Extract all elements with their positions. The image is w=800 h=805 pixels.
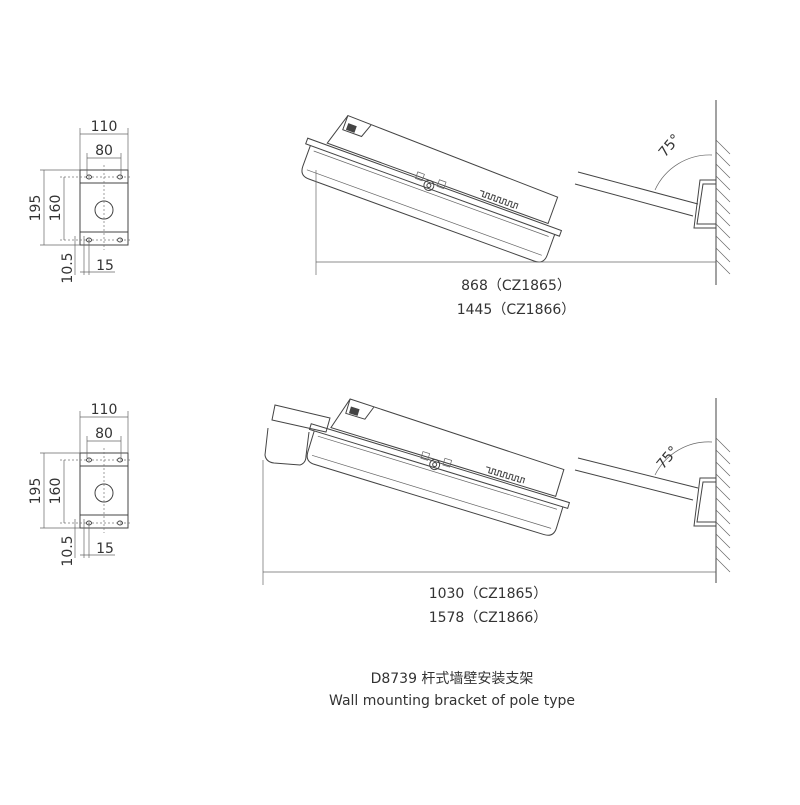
mounting-plate-view-2: 110 80 195 160 10.5 15 — [28, 402, 131, 567]
dim-plate-height: 195 — [28, 195, 44, 222]
dim-hole-offset: 10.5 — [60, 252, 76, 283]
angle-label: 75° — [656, 131, 684, 160]
dim-hole-spacing-h: 80 — [95, 426, 113, 442]
luminaire-side-view-2: 75° 1030（CZ1865） 1578（CZ1866） — [262, 389, 731, 626]
dim-plate-width: 110 — [91, 119, 118, 135]
dim-plate-height: 195 — [28, 478, 44, 505]
dim-hole-spacing-v: 160 — [48, 195, 64, 222]
caption-chinese: D8739 杆式墙壁安装支架 — [371, 671, 534, 687]
dim-hole-spacing-v: 160 — [48, 478, 64, 505]
dim-plate-width: 110 — [91, 402, 118, 418]
dim-edge-offset: 15 — [96, 258, 114, 274]
dim-length-cz1866: 1578（CZ1866） — [429, 610, 548, 626]
caption-english: Wall mounting bracket of pole type — [329, 693, 575, 709]
dim-length-cz1865: 868（CZ1865） — [461, 278, 571, 294]
dim-hole-offset: 10.5 — [60, 535, 76, 566]
luminaire-side-view-1: 75° 868（CZ1865） 1445（CZ1866） — [294, 99, 731, 318]
dim-edge-offset: 15 — [96, 541, 114, 557]
dim-length-cz1865: 1030（CZ1865） — [429, 586, 548, 602]
angle-label: 75° — [654, 443, 682, 472]
dim-hole-spacing-h: 80 — [95, 143, 113, 159]
dim-length-cz1866: 1445（CZ1866） — [457, 302, 576, 318]
mounting-plate-view-1: 110 80 195 160 10.5 15 — [28, 119, 131, 284]
